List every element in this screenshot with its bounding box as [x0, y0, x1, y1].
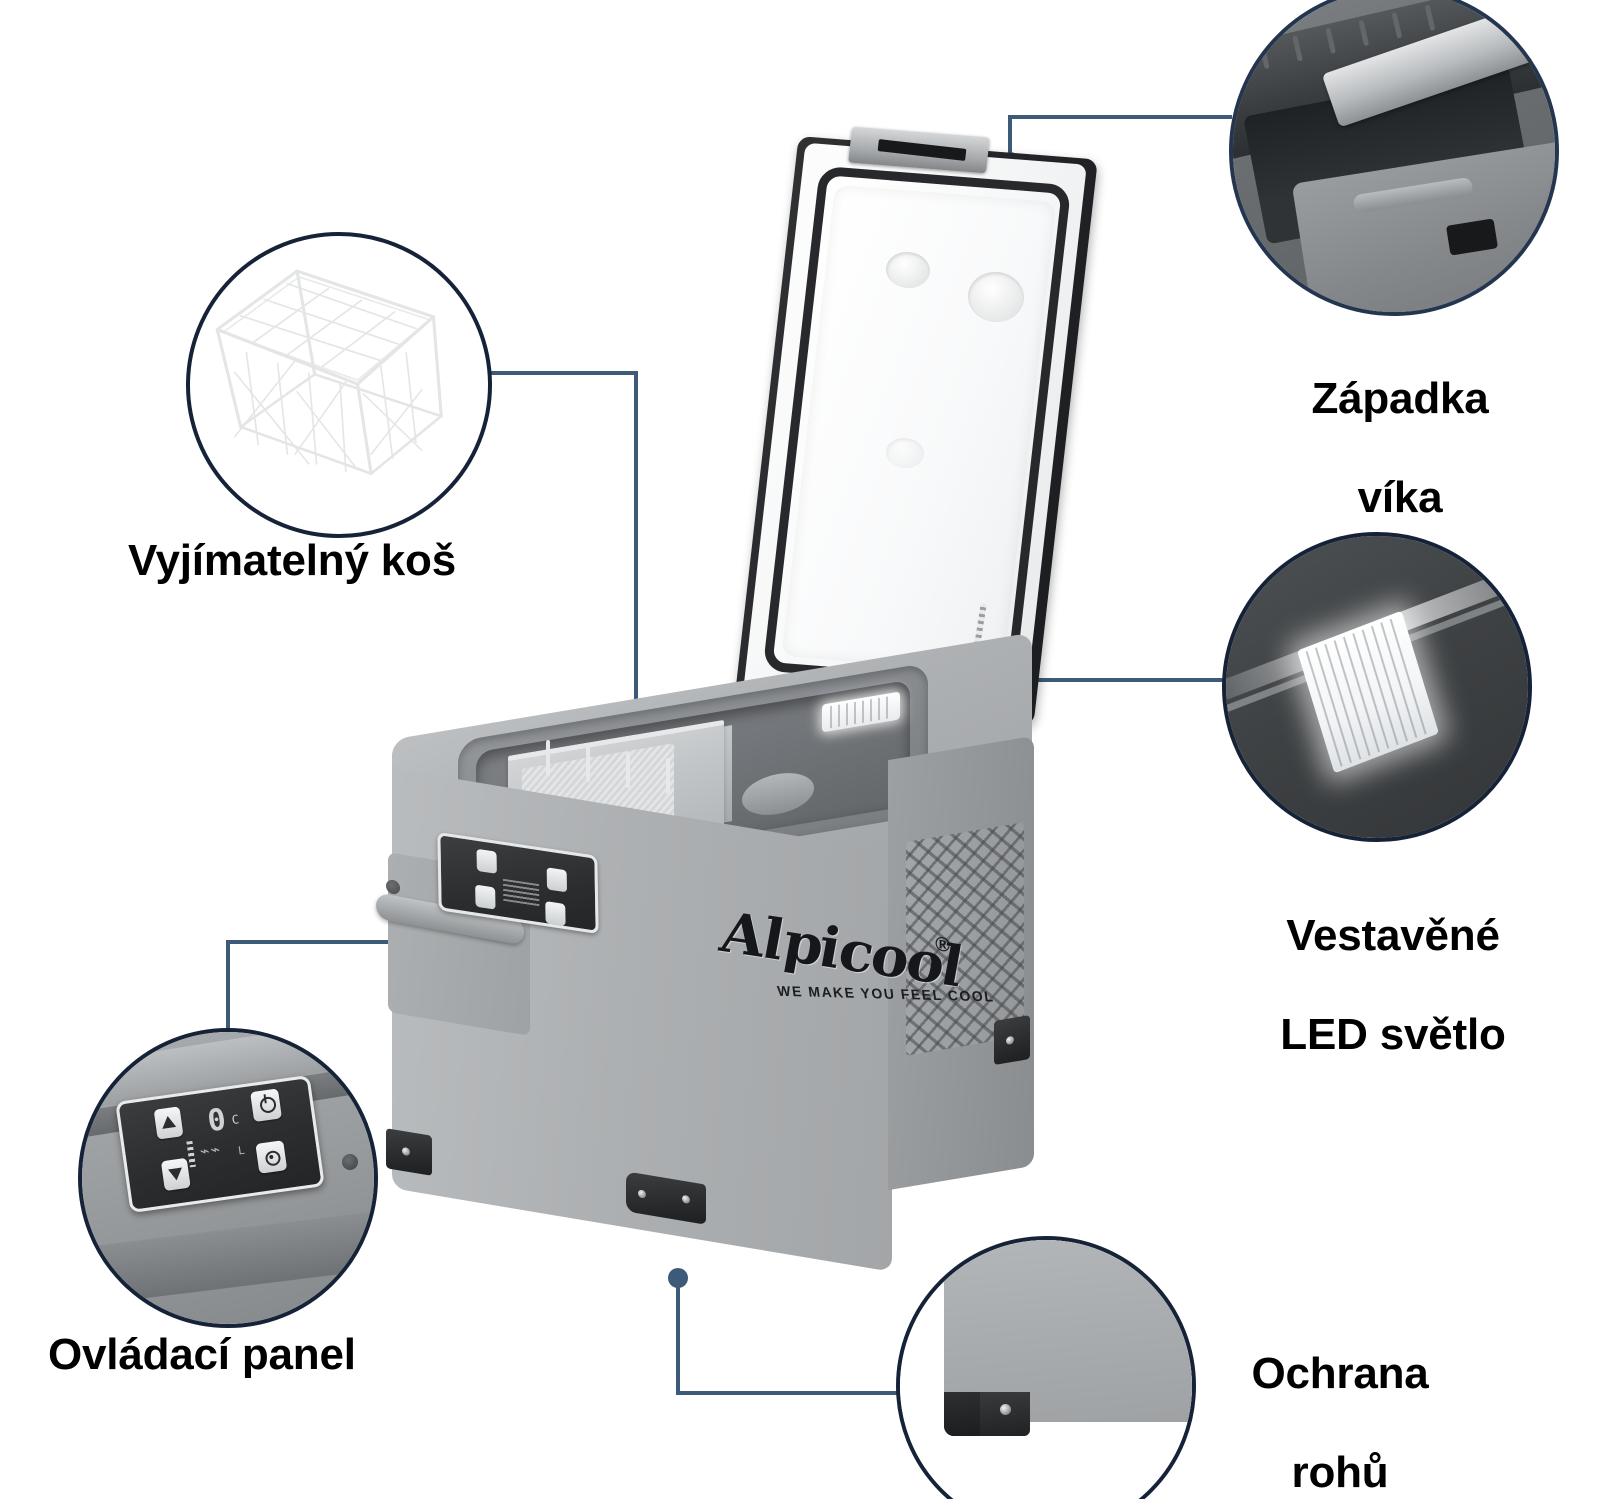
- label-led-light-line2: LED světlo: [1280, 1009, 1506, 1059]
- power-icon: [258, 1095, 278, 1114]
- brand-tagline: WE MAKE YOU FEEL COOL: [776, 982, 996, 1005]
- connector-basket-vertical: [634, 371, 638, 811]
- connector-basket-horizontal: [488, 371, 638, 375]
- decrease-temperature-button[interactable]: [160, 1157, 191, 1192]
- led-light-photo: [1226, 536, 1528, 838]
- label-lid-latch-line1: Západka: [1311, 374, 1489, 424]
- lcd-secondary-readout: ⌁⌁: [198, 1139, 223, 1161]
- lcd-battery-bars: [186, 1140, 196, 1168]
- connector-latch-horizontal: [1008, 115, 1232, 119]
- wire-basket-icon: [215, 269, 443, 476]
- connector-latch-vertical: [1008, 115, 1012, 161]
- label-corner-protection: Ochrana rohů: [1200, 1300, 1480, 1499]
- connector-panel-vertical: [226, 940, 230, 1060]
- lcd-unit-secondary: L: [237, 1143, 246, 1158]
- label-removable-basket: Vyjímatelný koš: [128, 536, 456, 585]
- power-button[interactable]: [250, 1088, 283, 1123]
- lcd-unit-celsius: C: [230, 1112, 240, 1128]
- basket-wire-strut-3: [626, 751, 630, 789]
- down-button-on-product[interactable]: [475, 884, 496, 910]
- lcd-temperature-value: 0: [205, 1101, 230, 1140]
- lcd-display: 0 C ⌁⌁ L: [186, 1099, 257, 1176]
- basket-wire-strut-4: [666, 757, 670, 795]
- lid-latch-photo: [1233, 0, 1555, 312]
- connector-dot-corner: [668, 1268, 688, 1288]
- label-corner-protection-line2: rohů: [1291, 1447, 1389, 1497]
- mode-button-on-product[interactable]: [545, 901, 566, 927]
- corner-guard-front-left: [386, 1128, 432, 1176]
- triangle-up-icon: [160, 1115, 177, 1129]
- basket-wire-strut-1: [546, 739, 550, 777]
- label-led-light: Vestavěné LED světlo: [1218, 862, 1568, 1108]
- basket-wire-strut-2: [586, 745, 590, 783]
- label-led-light-line1: Vestavěné: [1286, 911, 1500, 961]
- corner-guard-rear-right: [994, 1014, 1030, 1066]
- connector-corner-horizontal: [676, 1391, 920, 1395]
- detail-circle-corner-protection: [896, 1236, 1196, 1499]
- connector-corner-vertical: [676, 1280, 680, 1393]
- lcd-display-on-product: [502, 878, 540, 907]
- control-panel-photo: 0 C ⌁⌁ L: [82, 1032, 374, 1324]
- power-button-on-product[interactable]: [546, 867, 568, 893]
- connector-panel-horizontal: [226, 940, 480, 944]
- label-lid-latch-line2: víka: [1357, 472, 1443, 522]
- detail-circle-lid-latch: [1229, 0, 1559, 316]
- detail-circle-basket: [186, 232, 492, 538]
- corner-protection-photo: [900, 1240, 1192, 1499]
- brand-registered-mark: ®: [935, 932, 951, 958]
- power-icon-stem: [263, 1094, 268, 1104]
- up-button-on-product[interactable]: [476, 848, 497, 874]
- side-screw-hole: [342, 1154, 358, 1170]
- label-corner-protection-line1: Ochrana: [1251, 1349, 1429, 1399]
- label-control-panel: Ovládací panel: [48, 1330, 356, 1379]
- triangle-down-icon: [168, 1167, 184, 1182]
- label-lid-latch: Západka víka: [1255, 325, 1545, 571]
- mode-icon: [264, 1149, 282, 1167]
- connector-led-horizontal: [920, 678, 1226, 682]
- mode-settings-button[interactable]: [255, 1140, 288, 1174]
- detail-circle-control-panel: 0 C ⌁⌁ L: [78, 1028, 378, 1328]
- detail-circle-led-light: [1222, 532, 1532, 842]
- increase-temperature-button[interactable]: [153, 1106, 184, 1140]
